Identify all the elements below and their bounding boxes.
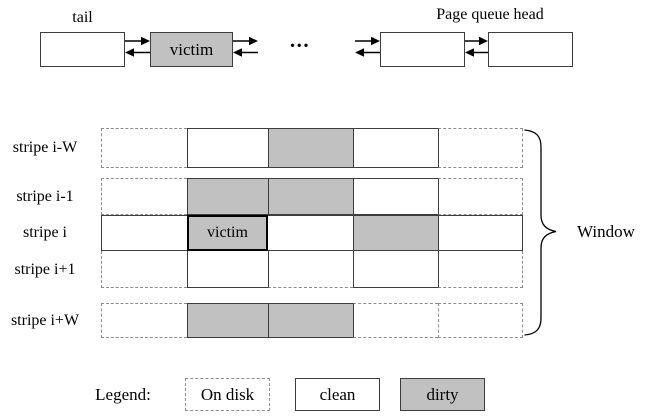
window-brace xyxy=(524,129,557,336)
grid-cell-disk xyxy=(438,303,523,338)
legend-item-disk: On disk xyxy=(185,378,270,411)
grid-cell-clean xyxy=(353,128,438,168)
grid-cell-dirty xyxy=(268,178,353,215)
arrow-left-icon xyxy=(355,48,364,57)
grid-cell-disk xyxy=(438,251,523,288)
stripe-label: stripe i-1 xyxy=(16,188,74,205)
grid-cell-disk xyxy=(438,178,523,215)
victim-cell-label: victim xyxy=(207,224,248,241)
tail-label: tail xyxy=(72,9,93,26)
grid-cell-clean xyxy=(187,128,268,168)
stripe-row xyxy=(101,251,523,288)
queue-node-label: victim xyxy=(169,39,214,59)
grid-cell-disk xyxy=(353,303,438,338)
grid-cell-clean xyxy=(101,215,187,251)
grid-cell-clean xyxy=(438,215,523,251)
grid-cell-clean xyxy=(353,251,438,288)
grid-cell-disk xyxy=(101,128,187,168)
stripe-row xyxy=(101,128,523,168)
window-label: Window xyxy=(577,222,635,241)
stripe-label: stripe i+1 xyxy=(14,261,76,278)
grid-cell-disk xyxy=(101,178,187,215)
grid-cell-disk xyxy=(268,251,353,288)
legend-item-dirty: dirty xyxy=(400,378,485,411)
grid-cell-dirty xyxy=(268,303,353,338)
legend-title: Legend: xyxy=(95,385,151,404)
arrow-left-icon xyxy=(125,48,134,57)
arrow-right-icon xyxy=(371,36,380,46)
grid-cell-dirty xyxy=(187,178,268,215)
queue-node xyxy=(40,32,125,67)
arrow-right-icon xyxy=(141,36,150,46)
stripe-row: victim xyxy=(101,215,523,251)
grid-cell-disk xyxy=(101,303,187,338)
grid-cell-clean xyxy=(187,251,268,288)
stripe-row xyxy=(101,178,523,215)
grid-cell-dirty xyxy=(187,303,268,338)
stripe-label: stripe i-W xyxy=(12,139,78,156)
legend-item-label: clean xyxy=(319,384,356,404)
arrow-left-icon xyxy=(233,48,242,57)
arrow-right-icon xyxy=(479,36,488,46)
grid-cell-dirty xyxy=(353,215,438,251)
stripe-label: stripe i+W xyxy=(10,312,80,329)
grid-cell-clean xyxy=(268,215,353,251)
queue-ellipsis: ... xyxy=(289,28,311,52)
queue-node-victim: victim xyxy=(150,32,233,67)
legend-item-clean: clean xyxy=(295,378,380,411)
grid-cell-clean xyxy=(353,178,438,215)
grid-cell-disk xyxy=(101,251,187,288)
queue-node xyxy=(488,32,573,67)
grid-cell-victim: victim xyxy=(187,215,268,251)
arrow-left-icon xyxy=(465,48,474,57)
stripe-label: stripe i xyxy=(23,224,67,241)
grid-cell-disk xyxy=(438,128,523,168)
grid-cell-dirty xyxy=(268,128,353,168)
legend-item-label: On disk xyxy=(200,384,255,404)
stripe-row xyxy=(101,303,523,338)
arrow-right-icon xyxy=(249,36,258,46)
page-queue-head-label: Page queue head xyxy=(436,6,544,23)
legend-item-label: dirty xyxy=(426,384,459,404)
queue-node xyxy=(380,32,465,67)
